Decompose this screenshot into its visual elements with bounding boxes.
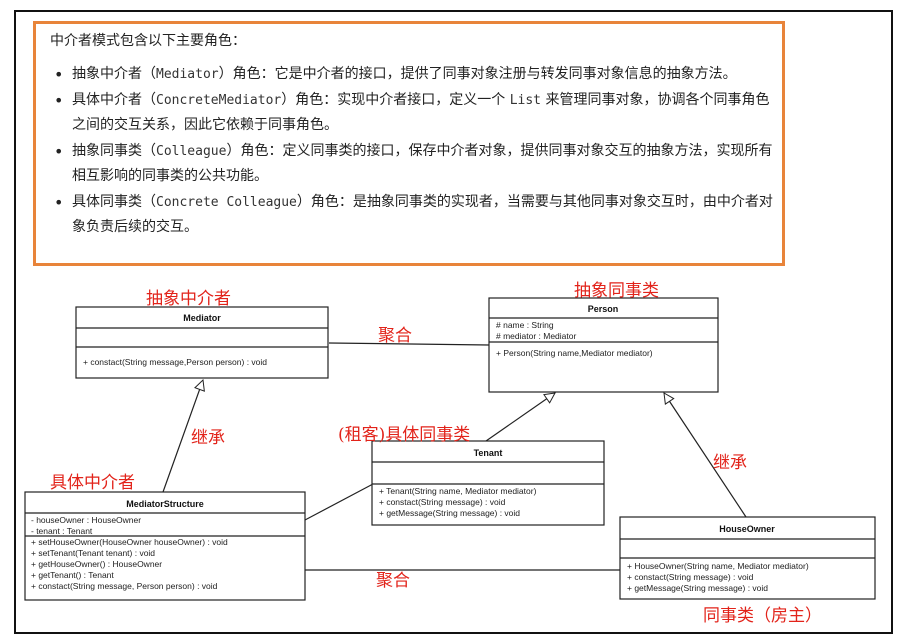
class-mediator-structure: MediatorStructure - houseOwner : HouseOw… <box>24 491 306 601</box>
class-method: + Tenant(String name, Mediator mediator) <box>379 486 537 496</box>
class-method: + getMessage(String message) : void <box>379 508 520 518</box>
class-tenant: Tenant + Tenant(String name, Mediator me… <box>371 440 605 526</box>
inheritance-edge-tenant <box>485 393 555 442</box>
class-box <box>24 491 306 601</box>
class-attribute: - tenant : Tenant <box>31 526 93 536</box>
class-name: Mediator <box>183 313 221 323</box>
class-attribute: # mediator : Mediator <box>496 331 576 341</box>
annotation-inherit-left: 继承 <box>191 428 225 448</box>
class-attribute: # name : String <box>496 320 554 330</box>
role-item-colleague: 抽象同事类（Colleague）角色：定义同事类的接口，保存中介者对象，提供同事… <box>50 139 780 189</box>
class-method: + constact(String message, Person person… <box>31 581 218 591</box>
class-method: + constact(String message,Person person)… <box>83 357 267 367</box>
class-method: + getTenant() : Tenant <box>31 570 114 580</box>
roles-textbox: 中介者模式包含以下主要角色： 抽象中介者（Mediator）角色：它是中介者的接… <box>33 21 785 266</box>
annotation-abstract-colleague: 抽象同事类 <box>574 281 659 301</box>
class-box <box>371 440 605 526</box>
class-box <box>488 297 719 393</box>
class-method: + setTenant(Tenant tenant) : void <box>31 548 155 558</box>
role-code: ConcreteMediator <box>156 93 282 108</box>
inheritance-edge-houseowner <box>664 393 747 518</box>
roles-list: 抽象中介者（Mediator）角色：它是中介者的接口，提供了同事对象注册与转发同… <box>50 62 780 241</box>
role-prefix: 具体同事类（ <box>72 194 156 210</box>
class-name: HouseOwner <box>719 524 775 534</box>
inheritance-edge-mediator <box>162 380 203 493</box>
role-code: Colleague <box>156 144 227 159</box>
role-desc: ）角色：定义同事类的接口，保存中介者对象，提供同事对象交互的抽象方法，实现所有相… <box>72 143 773 184</box>
annotation-concrete-mediator: 具体中介者 <box>50 473 135 493</box>
class-name: Person <box>588 304 619 314</box>
class-method: + HouseOwner(String name, Mediator media… <box>627 561 809 571</box>
role-item-concrete-mediator: 具体中介者（ConcreteMediator）角色：实现中介者接口，定义一个 L… <box>50 88 780 138</box>
class-name: Tenant <box>474 448 503 458</box>
class-method: + constact(String message) : void <box>627 572 754 582</box>
role-prefix: 具体中介者（ <box>72 92 156 108</box>
association-edge-tenant <box>305 483 374 520</box>
role-code: Concrete Colleague <box>156 195 297 210</box>
role-item-mediator: 抽象中介者（Mediator）角色：它是中介者的接口，提供了同事对象注册与转发同… <box>50 62 780 87</box>
class-method: + getMessage(String message) : void <box>627 583 768 593</box>
annotation-inherit-right: 继承 <box>713 453 747 473</box>
outer-frame <box>14 10 893 634</box>
role-code: Mediator <box>156 67 219 82</box>
intro-text: 中介者模式包含以下主要角色： <box>50 33 246 49</box>
class-method: + constact(String message) : void <box>379 497 506 507</box>
class-attribute: - houseOwner : HouseOwner <box>31 515 141 525</box>
role-prefix: 抽象中介者（ <box>72 66 156 82</box>
class-method: + getHouseOwner() : HouseOwner <box>31 559 162 569</box>
class-name: MediatorStructure <box>126 499 204 509</box>
role-desc: ）角色：实现中介者接口，定义一个 <box>281 92 510 108</box>
role-desc: ）角色：它是中介者的接口，提供了同事对象注册与转发同事对象信息的抽象方法。 <box>218 66 737 82</box>
role-prefix: 抽象同事类（ <box>72 143 156 159</box>
class-person: Person # name : String # mediator : Medi… <box>488 297 719 393</box>
class-house-owner: HouseOwner + HouseOwner(String name, Med… <box>619 516 876 600</box>
role-desc-cont: 来管理同事对象，协调各个同事角色之间的交互关系，因此它依赖于同事角色。 <box>72 92 770 133</box>
class-method: + Person(String name,Mediator mediator) <box>496 348 653 358</box>
aggregation-edge-top <box>328 343 489 345</box>
annotation-tenant-role: (租客)具体同事类 <box>338 425 470 445</box>
annotation-owner-role: 同事类（房主） <box>703 606 822 626</box>
role-code-list: List <box>509 93 541 108</box>
annotation-aggregation-top: 聚合 <box>378 326 412 346</box>
role-item-concrete-colleague: 具体同事类（Concrete Colleague）角色：是抽象同事类的实现者，当… <box>50 190 780 240</box>
class-method: + setHouseOwner(HouseOwner houseOwner) :… <box>31 537 228 547</box>
class-box <box>75 306 329 379</box>
annotation-abstract-mediator: 抽象中介者 <box>146 289 231 309</box>
annotation-aggregation-bottom: 聚合 <box>376 571 410 591</box>
role-desc: ）角色：是抽象同事类的实现者，当需要与其他同事对象交互时，由中介者对象负责后续的… <box>72 194 773 235</box>
class-mediator: Mediator + constact(String message,Perso… <box>75 306 329 379</box>
